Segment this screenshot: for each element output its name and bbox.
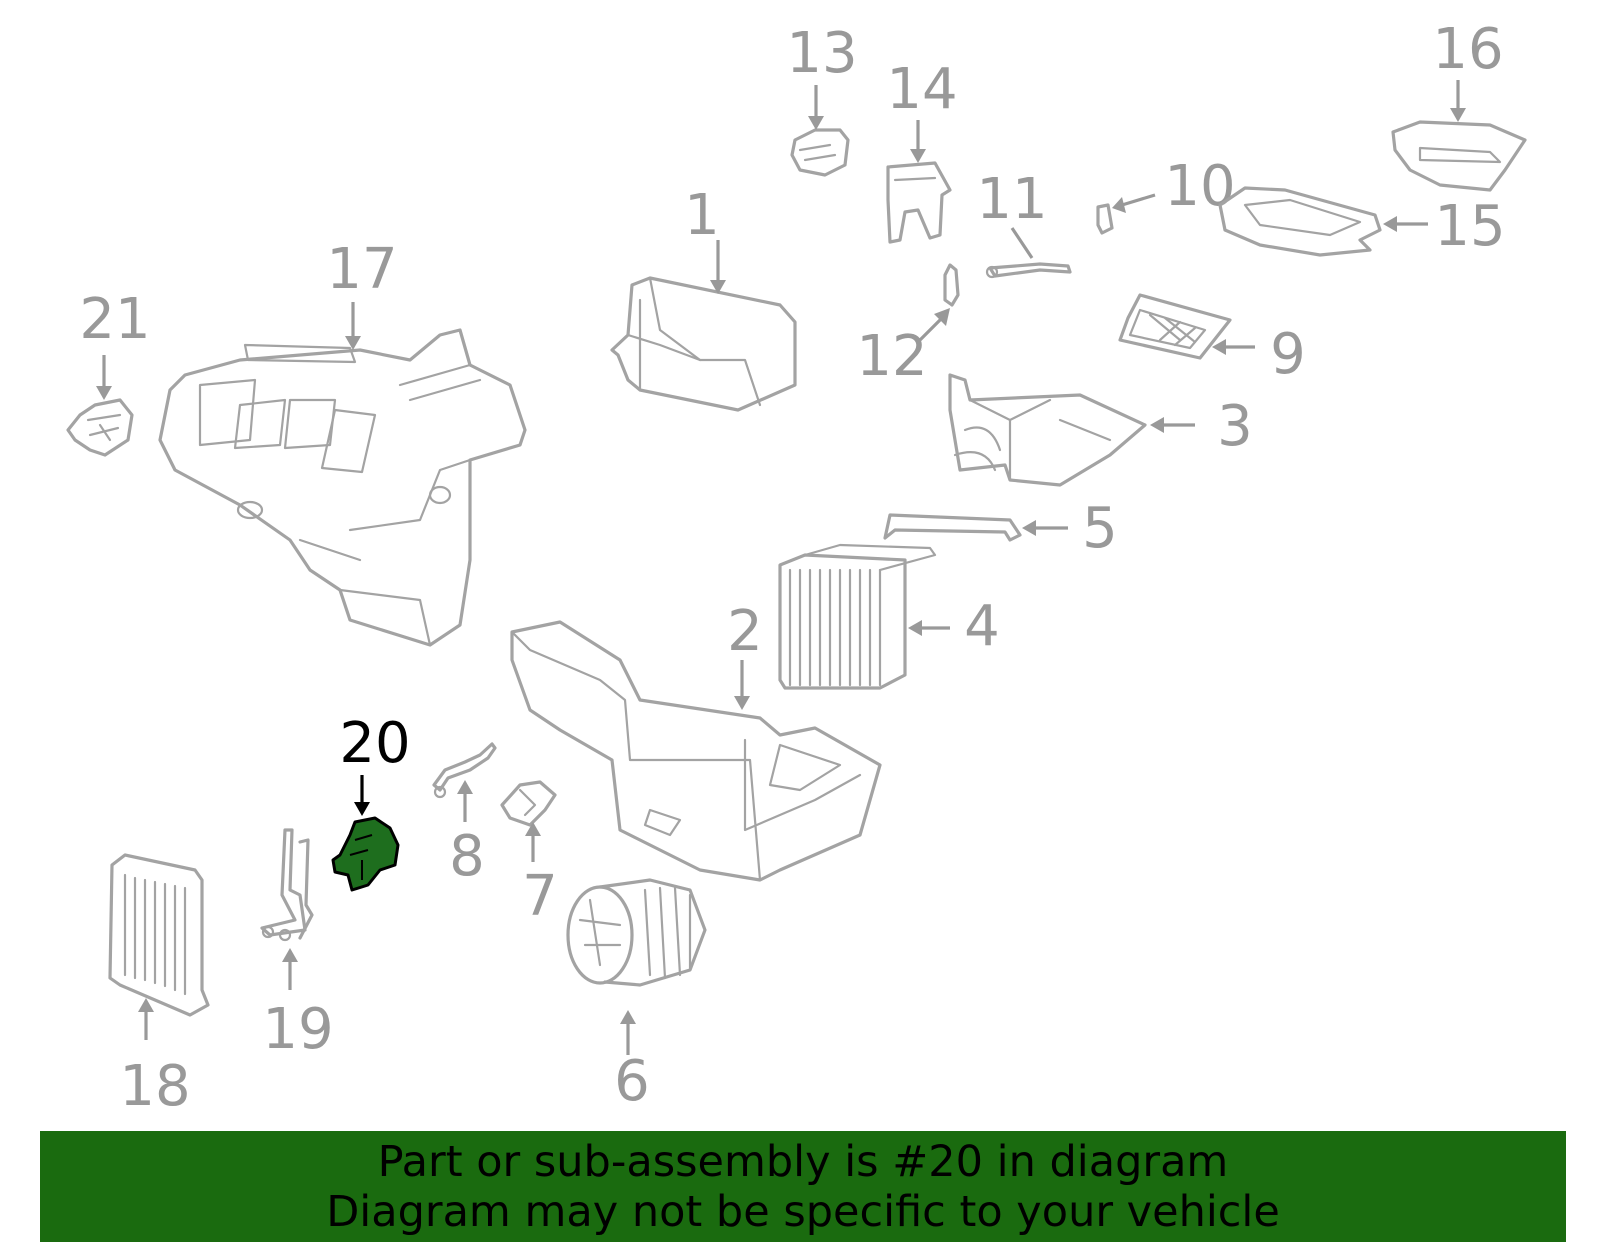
callout-7: 7 bbox=[522, 822, 558, 929]
part-21-actuator[interactable] bbox=[66, 398, 134, 457]
part-7-actuator[interactable] bbox=[500, 780, 557, 827]
svg-text:7: 7 bbox=[522, 864, 558, 929]
part-10-clip[interactable] bbox=[1096, 203, 1114, 235]
svg-text:12: 12 bbox=[856, 324, 927, 389]
svg-text:4: 4 bbox=[964, 594, 1000, 659]
callout-9: 9 bbox=[1212, 322, 1306, 387]
callout-15: 15 bbox=[1383, 194, 1506, 259]
svg-text:14: 14 bbox=[886, 57, 957, 122]
part-14-bracket[interactable] bbox=[886, 161, 952, 244]
svg-text:1: 1 bbox=[684, 183, 720, 248]
svg-text:11: 11 bbox=[976, 167, 1047, 232]
svg-text:9: 9 bbox=[1270, 322, 1306, 387]
callout-19: 19 bbox=[262, 948, 334, 1062]
callout-11: 11 bbox=[976, 167, 1048, 259]
callout-1: 1 bbox=[684, 183, 726, 294]
callout-10: 10 bbox=[1112, 154, 1236, 219]
svg-text:10: 10 bbox=[1164, 154, 1235, 219]
part-17-heater-housing[interactable] bbox=[158, 328, 527, 647]
info-banner: Part or sub-assembly is #20 in diagram D… bbox=[40, 1131, 1566, 1242]
svg-text:15: 15 bbox=[1434, 194, 1505, 259]
callout-8: 8 bbox=[449, 780, 485, 889]
svg-text:3: 3 bbox=[1217, 394, 1253, 459]
banner-line-2: Diagram may not be specific to your vehi… bbox=[326, 1186, 1280, 1237]
part-16-trim-ring[interactable] bbox=[1391, 120, 1527, 192]
part-8-link-rod[interactable] bbox=[432, 742, 497, 799]
callout-6: 6 bbox=[614, 1010, 650, 1114]
part-19-heater-tubes[interactable] bbox=[260, 828, 314, 942]
callout-2: 2 bbox=[727, 599, 763, 710]
callout-14: 14 bbox=[886, 57, 958, 163]
svg-text:2: 2 bbox=[727, 599, 763, 664]
part-3-duct[interactable] bbox=[948, 373, 1147, 487]
callout-5: 5 bbox=[1022, 496, 1118, 561]
callout-3: 3 bbox=[1150, 394, 1253, 459]
svg-text:16: 16 bbox=[1432, 17, 1503, 82]
svg-text:20: 20 bbox=[339, 711, 410, 776]
svg-text:19: 19 bbox=[262, 997, 333, 1062]
callout-20: 20 bbox=[339, 711, 411, 816]
part-4-evaporator[interactable] bbox=[778, 543, 937, 690]
part-1-upper-case[interactable] bbox=[610, 276, 797, 412]
part-11-link-rod[interactable] bbox=[985, 262, 1072, 279]
callout-16: 16 bbox=[1432, 17, 1504, 122]
svg-text:13: 13 bbox=[786, 21, 857, 86]
part-2-lower-case[interactable] bbox=[510, 620, 882, 882]
callout-17: 17 bbox=[326, 237, 398, 350]
callout-21: 21 bbox=[79, 287, 151, 400]
part-15-grille[interactable] bbox=[1218, 186, 1382, 257]
part-12-lever[interactable] bbox=[943, 263, 960, 307]
part-20-blend-door-actuator[interactable] bbox=[331, 816, 400, 892]
svg-text:5: 5 bbox=[1082, 496, 1118, 561]
svg-text:17: 17 bbox=[326, 237, 397, 302]
callout-18: 18 bbox=[119, 998, 191, 1119]
part-5-seal-strip[interactable] bbox=[883, 513, 1022, 542]
svg-text:6: 6 bbox=[614, 1049, 650, 1114]
svg-text:8: 8 bbox=[449, 824, 485, 889]
part-9-filter[interactable] bbox=[1118, 293, 1232, 360]
part-13-bracket[interactable] bbox=[790, 128, 850, 177]
callout-13: 13 bbox=[786, 21, 858, 130]
callout-4: 4 bbox=[908, 594, 1000, 659]
svg-text:18: 18 bbox=[119, 1054, 190, 1119]
banner-line-1: Part or sub-assembly is #20 in diagram bbox=[377, 1136, 1229, 1187]
part-18-heater-core[interactable] bbox=[108, 853, 210, 1017]
part-6-blower-motor[interactable] bbox=[566, 878, 707, 987]
callout-12: 12 bbox=[856, 308, 950, 389]
svg-text:21: 21 bbox=[79, 287, 150, 352]
